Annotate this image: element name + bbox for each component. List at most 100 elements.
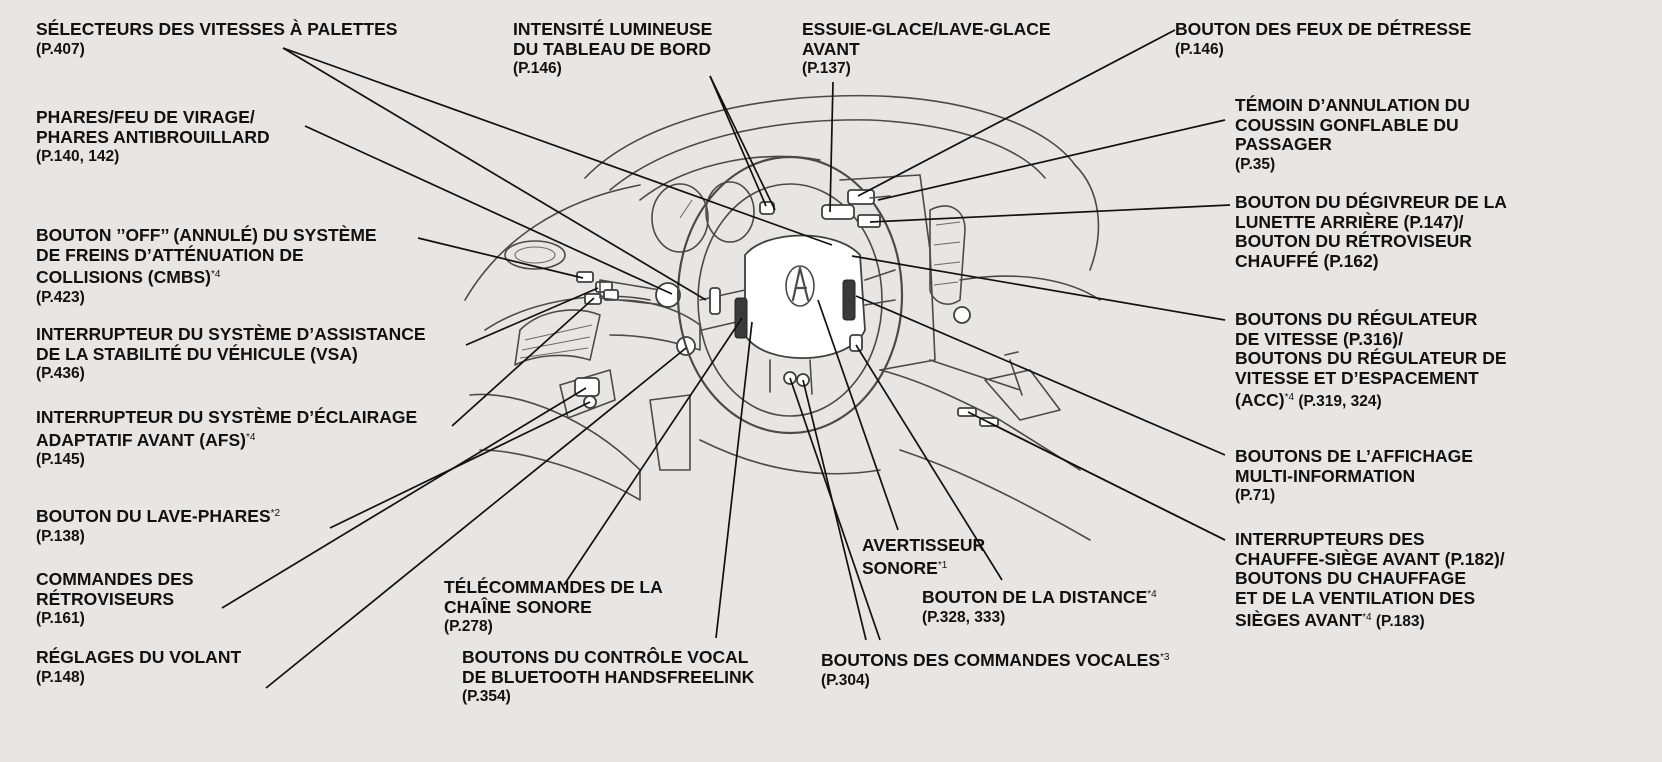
leader-intensite-2 [709,75,776,211]
callout-line: INTERRUPTEUR DU SYSTÈME D’ASSISTANCE [36,324,426,344]
callout-line: VITESSE ET D’ESPACEMENT [1235,367,1479,388]
callout-line: BOUTONS DU RÉGULATEUR DE [1235,348,1507,368]
callout-line: ESSUIE-GLACE/LAVE-GLACE [802,19,1051,39]
callout-line: PASSAGER [1235,134,1332,154]
callout-page-ref: (P.146) [513,60,562,77]
left-vent-inner [514,246,556,264]
callout-page-ref: (P.148) [36,668,85,686]
right-knob [953,306,971,324]
callout-line: COLLISIONS (CMBS) [36,267,211,287]
callout-page-ref: (P.354) [462,688,511,705]
callout-footnote: *2 [270,508,281,519]
steering-wheel-rim-outer [676,155,904,435]
callout-page-ref: (P.145) [36,451,85,468]
callout-mirror-controls: COMMANDES DES RÉTROVISEURS (P.161) [36,569,194,629]
callout-multi-info-buttons: BOUTONS DE L’AFFICHAGE MULTI-INFORMATION… [1235,446,1473,506]
callout-page-ref: (P.137) [802,60,851,77]
callout-footnote: *4 [211,269,221,280]
vent-slats [519,324,593,359]
callout-line: BOUTON DE LA DISTANCE [922,587,1148,607]
callout-defroster-button: BOUTON DU DÉGIVREUR DE LA LUNETTE ARRIÈR… [1235,192,1507,271]
callout-instrument-brightness: INTENSITÉ LUMINEUSE DU TABLEAU DE BORD (… [513,19,712,79]
callout-line: BOUTON DU LAVE-PHARES [36,506,271,526]
leader-palettes-2 [282,47,833,246]
callout-line: CHAUFFE-SIÈGE AVANT (P.182)/ [1235,548,1505,569]
callout-line: DE LA STABILITÉ DU VÉHICULE (VSA) [36,343,358,364]
callout-line: BOUTON ’’OFF’’ (ANNULÉ) DU SYSTÈME [36,225,377,245]
callout-line: LUNETTE ARRIÈRE (P.147)/ [1235,211,1464,232]
callout-line: BOUTON DU DÉGIVREUR DE LA [1235,192,1507,212]
callout-line: CHAÎNE SONORE [444,596,592,617]
leader-vsa [465,287,599,346]
right-vent-slats [933,221,961,286]
callout-page-ref: (P.140, 142) [36,148,120,165]
callout-horn: AVERTISSEUR SONORE*1 [862,535,986,578]
callout-page-ref: (P.304) [821,671,870,689]
callout-bluetooth-voice: BOUTONS DU CONTRÔLE VOCAL DE BLUETOOTH H… [462,647,754,707]
leader-affichage [855,295,1226,456]
dashboard-inner-contour [609,119,1046,191]
leader-telecommandes [563,317,743,586]
callout-line: (ACC) [1235,390,1285,410]
callout-line: PHARES/FEU DE VIRAGE/ [36,107,255,127]
callout-line: TÉMOIN D’ANNULATION DU [1235,95,1470,115]
callout-audio-remote: TÉLÉCOMMANDES DE LA CHAÎNE SONORE (P.278… [444,577,663,637]
leader-distance [855,344,1003,581]
callout-vsa-switch: INTERRUPTEUR DU SYSTÈME D’ASSISTANCE DE … [36,324,426,384]
leader-regulateur [851,255,1226,321]
airbag-indicator [869,195,891,199]
callout-line: AVANT [802,38,860,59]
leader-detresse [857,29,1176,197]
right-vent [929,205,966,305]
callout-line: SÉLECTEURS DES VITESSES À PALETTES [36,19,398,39]
callout-line: MULTI-INFORMATION [1235,465,1416,486]
gear-lever [1004,351,1023,396]
leader-sieges-2 [987,421,1226,541]
callout-line: DE FREINS D’ATTÉNUATION DE [36,244,304,265]
callout-line: BOUTONS DU CHAUFFAGE [1235,568,1467,588]
leader-phares [304,125,673,295]
leader-volant [265,347,687,689]
gauge-needle [679,199,693,219]
callout-page-ref: (P.407) [36,40,85,58]
callout-line: BOUTON DES FEUX DE DÉTRESSE [1175,19,1472,39]
callout-hazard-button: BOUTON DES FEUX DE DÉTRESSE (P.146) [1175,19,1472,59]
callout-line: AVERTISSEUR [862,535,986,555]
callout-line: DE VITESSE (P.316)/ [1235,328,1403,349]
dashboard-lower-line [484,295,651,331]
callout-voice-command-buttons: BOUTONS DES COMMANDES VOCALES*3 (P.304) [821,648,1169,690]
leader-cmbs [417,237,584,279]
left-vent [504,240,566,270]
callout-headlamp-washer: BOUTON DU LAVE-PHARES*2 (P.138) [36,504,280,546]
mirror-panel [559,369,616,419]
callout-line: SIÈGES AVANT [1235,610,1363,630]
callout-line: BOUTONS DES COMMANDES VOCALES [821,650,1161,670]
leader-palettes-1 [282,47,707,301]
callout-line: SONORE [862,557,938,578]
callout-cmbs-off-button: BOUTON ’’OFF’’ (ANNULÉ) DU SYSTÈME DE FR… [36,225,377,307]
callout-page-ref: (P.161) [36,610,85,627]
gauge-left [651,183,709,253]
leader-vocales-2 [802,379,867,641]
callout-page-ref: (P.138) [36,527,85,545]
callout-line: INTERRUPTEUR DU SYSTÈME D’ÉCLAIRAGE [36,407,418,427]
callout-line: BOUTONS DE L’AFFICHAGE [1235,446,1473,466]
callout-page-ref: (P.71) [1235,487,1276,504]
callout-line: BOUTON DU RÉTROVISEUR [1235,231,1472,251]
cruise-buttons [842,279,856,321]
dashboard-left-body [464,184,641,301]
dashboard-top-contour [584,94,1076,179]
leader-degivreur [869,204,1231,223]
callout-line: BOUTONS DU CONTRÔLE VOCAL [462,647,749,667]
panel-switch-4 [603,289,619,301]
callout-line: RÉTROVISEURS [36,588,175,609]
callout-line: COMMANDES DES [36,569,194,589]
leader-intensite-1 [709,75,767,207]
callout-page-ref: (P.146) [1175,40,1224,58]
callout-footnote: *3 [1160,652,1170,663]
callout-paddle-shifters: SÉLECTEURS DES VITESSES À PALETTES (P.40… [36,19,398,59]
callout-line: BOUTONS DU RÉGULATEUR [1235,309,1478,329]
callout-page-ref: (P.436) [36,365,85,382]
callout-footnote: *4 [1147,589,1157,600]
